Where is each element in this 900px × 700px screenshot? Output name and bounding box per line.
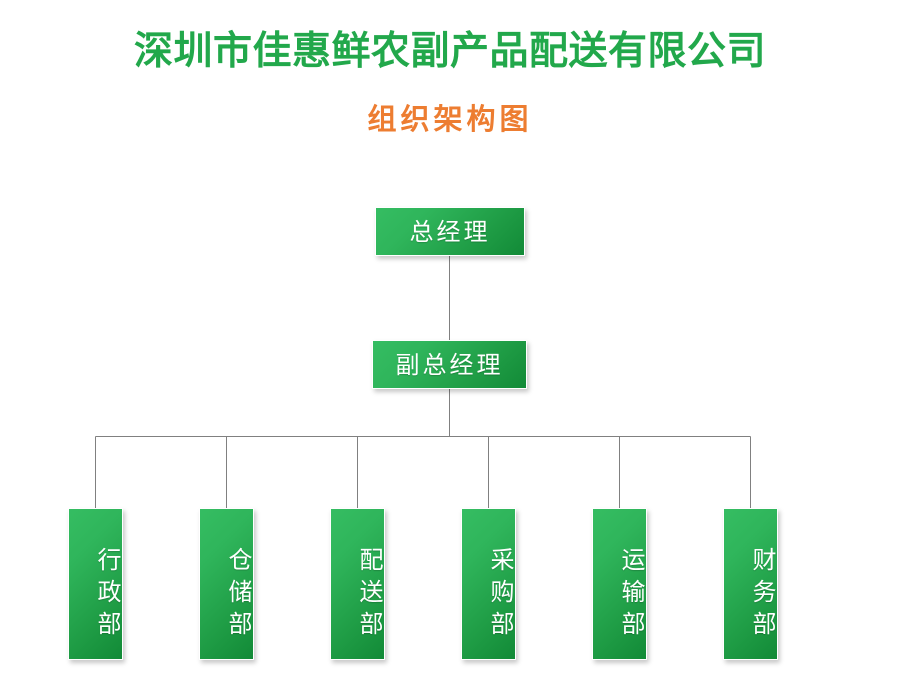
org-node-dept-delivery[interactable]: 配送部	[330, 508, 385, 660]
company-title: 深圳市佳惠鲜农副产品配送有限公司	[133, 29, 766, 74]
org-node-general-manager[interactable]: 总经理	[375, 207, 525, 256]
org-node-dept-admin[interactable]: 行政部	[68, 508, 123, 660]
org-node-dept-transport[interactable]: 运输部	[592, 508, 647, 660]
org-node-dept-finance[interactable]: 财务部	[723, 508, 778, 660]
org-node-dept-warehouse[interactable]: 仓储部	[199, 508, 254, 660]
chart-subtitle: 组织架构图	[367, 102, 533, 136]
org-node-deputy-general-manager[interactable]: 副总经理	[372, 340, 527, 389]
org-node-dept-purchase[interactable]: 采购部	[461, 508, 516, 660]
